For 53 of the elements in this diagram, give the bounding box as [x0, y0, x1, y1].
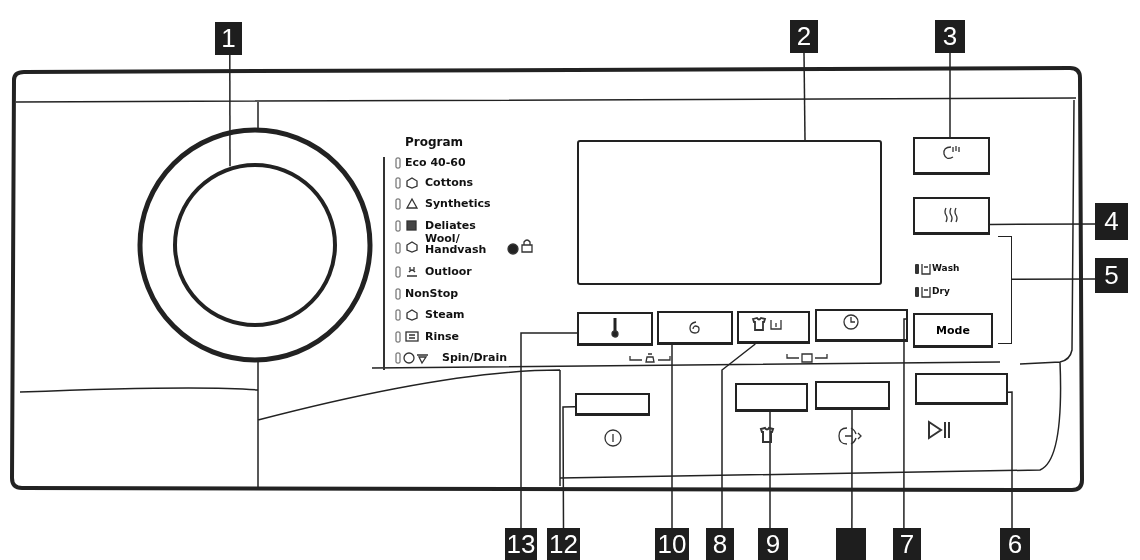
program-label: Eco 40-60 — [405, 156, 466, 169]
program-label: Cottons — [425, 176, 474, 189]
callout-number: 8 — [706, 528, 734, 560]
leader-line — [769, 411, 771, 529]
leader-line — [1007, 391, 1013, 529]
program-label: Synthetics — [425, 197, 491, 210]
program-label: Rinse — [425, 330, 460, 343]
callout-number: 5 — [1095, 258, 1128, 293]
leader-line — [229, 54, 231, 168]
callout-number: 9 — [758, 528, 788, 560]
program-dial — [173, 163, 337, 327]
leader-line — [803, 52, 806, 141]
mode-button: Mode — [913, 313, 993, 348]
leader-line — [721, 343, 757, 529]
button — [915, 373, 1008, 405]
callout-number: 4 — [1095, 203, 1128, 240]
leader-line — [851, 409, 853, 529]
callout-number: 1 — [215, 22, 242, 55]
callout-number: 10 — [655, 528, 689, 560]
button — [735, 383, 808, 412]
program-label: Outloor — [425, 265, 472, 278]
callout-number: 2 — [790, 20, 818, 53]
button — [577, 312, 653, 346]
program-label: NonStop — [405, 287, 459, 300]
callout-number — [836, 528, 866, 560]
program-label: Deliates — [425, 219, 476, 232]
button — [815, 309, 908, 342]
button — [657, 311, 733, 345]
leader-line — [562, 406, 576, 529]
callout-number: 12 — [547, 528, 580, 560]
program-label: Wash — [932, 263, 960, 273]
leader-line — [949, 52, 951, 138]
button — [913, 137, 990, 175]
section-heading: Program — [405, 135, 464, 149]
button — [575, 393, 650, 416]
display-screen — [577, 140, 882, 285]
program-label: Steam — [425, 308, 465, 321]
program-label: Dry — [932, 286, 950, 296]
callout-number: 3 — [935, 20, 965, 53]
leader-line — [903, 318, 909, 529]
leader-line — [989, 223, 1096, 226]
callout-number: 7 — [893, 528, 921, 560]
button — [913, 197, 990, 235]
leader-line — [520, 332, 578, 529]
bracket — [998, 236, 1012, 344]
callout-number: 6 — [1000, 528, 1030, 560]
program-label: Spin/Drain — [442, 351, 507, 364]
leader-line — [671, 344, 673, 529]
button — [815, 381, 890, 410]
leader-line — [1011, 278, 1096, 280]
callout-number: 13 — [505, 528, 537, 560]
button — [737, 311, 810, 344]
program-label: Wool/ Handvash — [425, 233, 488, 255]
